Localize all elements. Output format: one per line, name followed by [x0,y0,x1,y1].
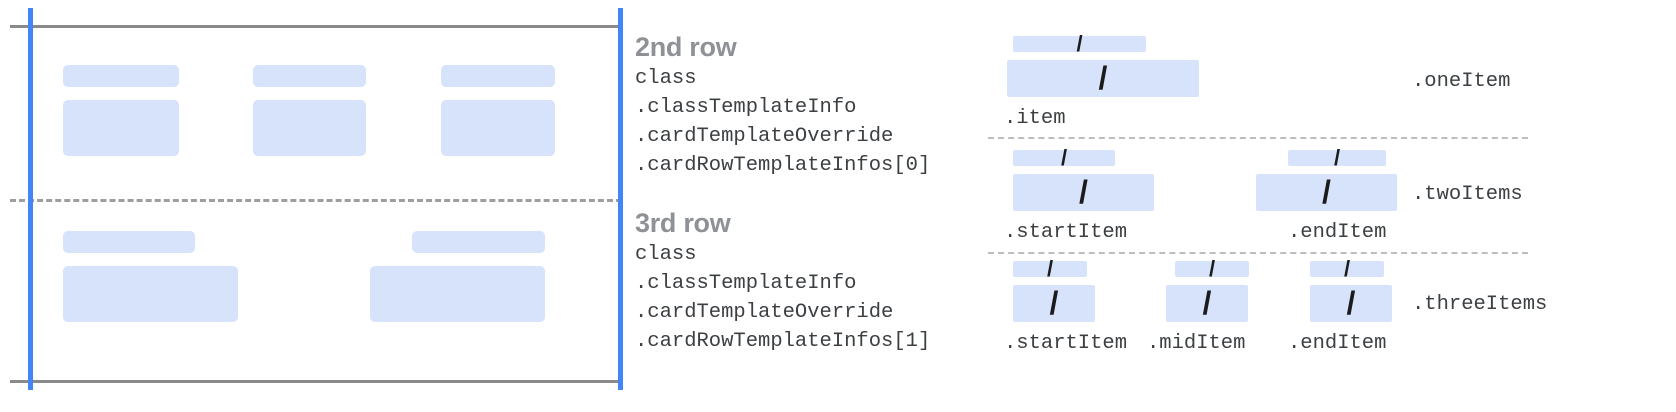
row2-annotation: 2nd row class .classTemplateInfo .cardTe… [635,30,930,180]
twoitems-startitem-label: .startItem [1004,221,1128,244]
row3-cell2-body-placeholder [370,266,545,322]
card-bottom-rule [10,380,622,383]
row2-cell3-body-placeholder [441,100,555,156]
row3-code-line-3: .cardTemplateOverride [635,301,894,324]
threeitems-enditem-body-box [1310,285,1392,322]
oneitem-item-label: .item [1004,107,1066,130]
threeitems-group-label: .threeItems [1412,293,1548,316]
threeitems-startitem-title-box [1013,261,1087,277]
row3-cell2-title-placeholder [412,231,545,253]
card-top-rule [10,25,622,28]
threeitems-enditem-label: .endItem [1288,332,1387,355]
row2-cell2-body-placeholder [253,100,366,156]
right-guide-line [618,8,623,390]
row2-title: 2nd row [635,32,737,62]
left-guide-line [28,8,33,390]
row3-title: 3rd row [635,208,731,238]
twoitems-startitem-body-box [1013,174,1154,211]
twoitems-enditem-title-box [1288,150,1386,166]
threeitems-miditem-body-box [1166,285,1248,322]
oneitem-item-body-box [1007,60,1199,97]
row-separator-dashed [10,199,622,202]
row2-code-line-2: .classTemplateInfo [635,96,857,119]
threeitems-startitem-label: .startItem [1004,332,1128,355]
twoitems-threeitems-separator [988,252,1528,254]
row2-cell2-title-placeholder [253,65,366,87]
row3-cell1-body-placeholder [63,266,238,322]
row3-code-line-1: class [635,243,697,266]
row3-cell1-title-placeholder [63,231,195,253]
row2-code-line-4: .cardRowTemplateInfos[0] [635,154,931,177]
row2-cell1-body-placeholder [63,100,179,156]
threeitems-miditem-label: .midItem [1147,332,1246,355]
row3-code-line-2: .classTemplateInfo [635,272,857,295]
oneitem-group-label: .oneItem [1412,70,1511,93]
oneitem-twoitems-separator [988,137,1528,139]
twoitems-startitem-title-box [1013,150,1115,166]
twoitems-enditem-label: .endItem [1288,221,1387,244]
row3-annotation: 3rd row class .classTemplateInfo .cardTe… [635,206,930,356]
oneitem-item-title-box [1013,36,1146,52]
row2-code-line-1: class [635,67,697,90]
threeitems-miditem-title-box [1175,261,1249,277]
twoitems-group-label: .twoItems [1412,183,1523,206]
twoitems-enditem-body-box [1256,174,1397,211]
threeitems-startitem-body-box [1013,285,1095,322]
row2-cell1-title-placeholder [63,65,179,87]
row2-cell3-title-placeholder [441,65,555,87]
card-rows-preview [0,0,625,412]
row2-code-line-3: .cardTemplateOverride [635,125,894,148]
threeitems-enditem-title-box [1310,261,1384,277]
row3-code-line-4: .cardRowTemplateInfos[1] [635,330,931,353]
